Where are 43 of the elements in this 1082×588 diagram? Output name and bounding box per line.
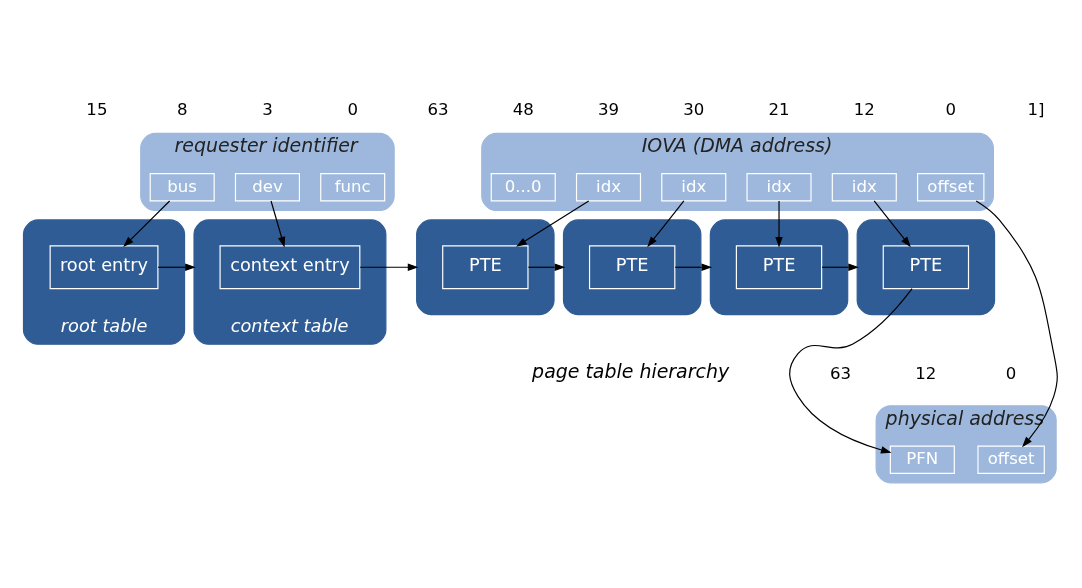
node-box: idx [746,172,812,202]
label: 21 [768,99,790,119]
node-box: dev [234,172,300,202]
node-box: PTE [882,244,970,289]
label: 48 [512,99,534,119]
node-box: idx [831,172,897,202]
node-box: bus [149,172,215,202]
node-box: 0...0 [490,172,556,202]
node-box: context entry [219,244,361,289]
label: 12 [915,363,937,383]
arrow [821,263,859,271]
node-box: idx [661,172,727,202]
label: 0 [1005,363,1017,383]
arrow [157,263,196,271]
arrow [359,263,419,271]
label: 12 [853,99,875,119]
node-box: offset [917,172,985,202]
label: 0 [347,99,358,119]
node-box: idx [575,172,642,202]
node-box: PTE [442,244,529,289]
arrow [975,199,1058,447]
arrow [775,199,783,248]
label: 8 [176,99,188,119]
node-box: PTE [588,244,676,289]
node-box: offset [977,445,1045,474]
arrow [527,263,566,271]
node-box: PTE [735,244,823,289]
node-box: func [320,172,386,202]
label: 3 [262,99,273,119]
label: page table hierarchy [532,359,730,382]
label: 63 [427,99,449,119]
label: 15 [86,99,108,119]
label: 63 [830,363,852,383]
label: 39 [597,99,620,119]
label: 1] [1027,99,1045,119]
arrow [789,287,913,454]
cluster [856,218,996,315]
node-box: root entry [49,244,159,289]
label: 30 [683,99,705,119]
node-box: PFN [889,445,955,474]
label: 0 [945,99,957,119]
arrow [674,263,713,271]
arrow [516,199,590,247]
